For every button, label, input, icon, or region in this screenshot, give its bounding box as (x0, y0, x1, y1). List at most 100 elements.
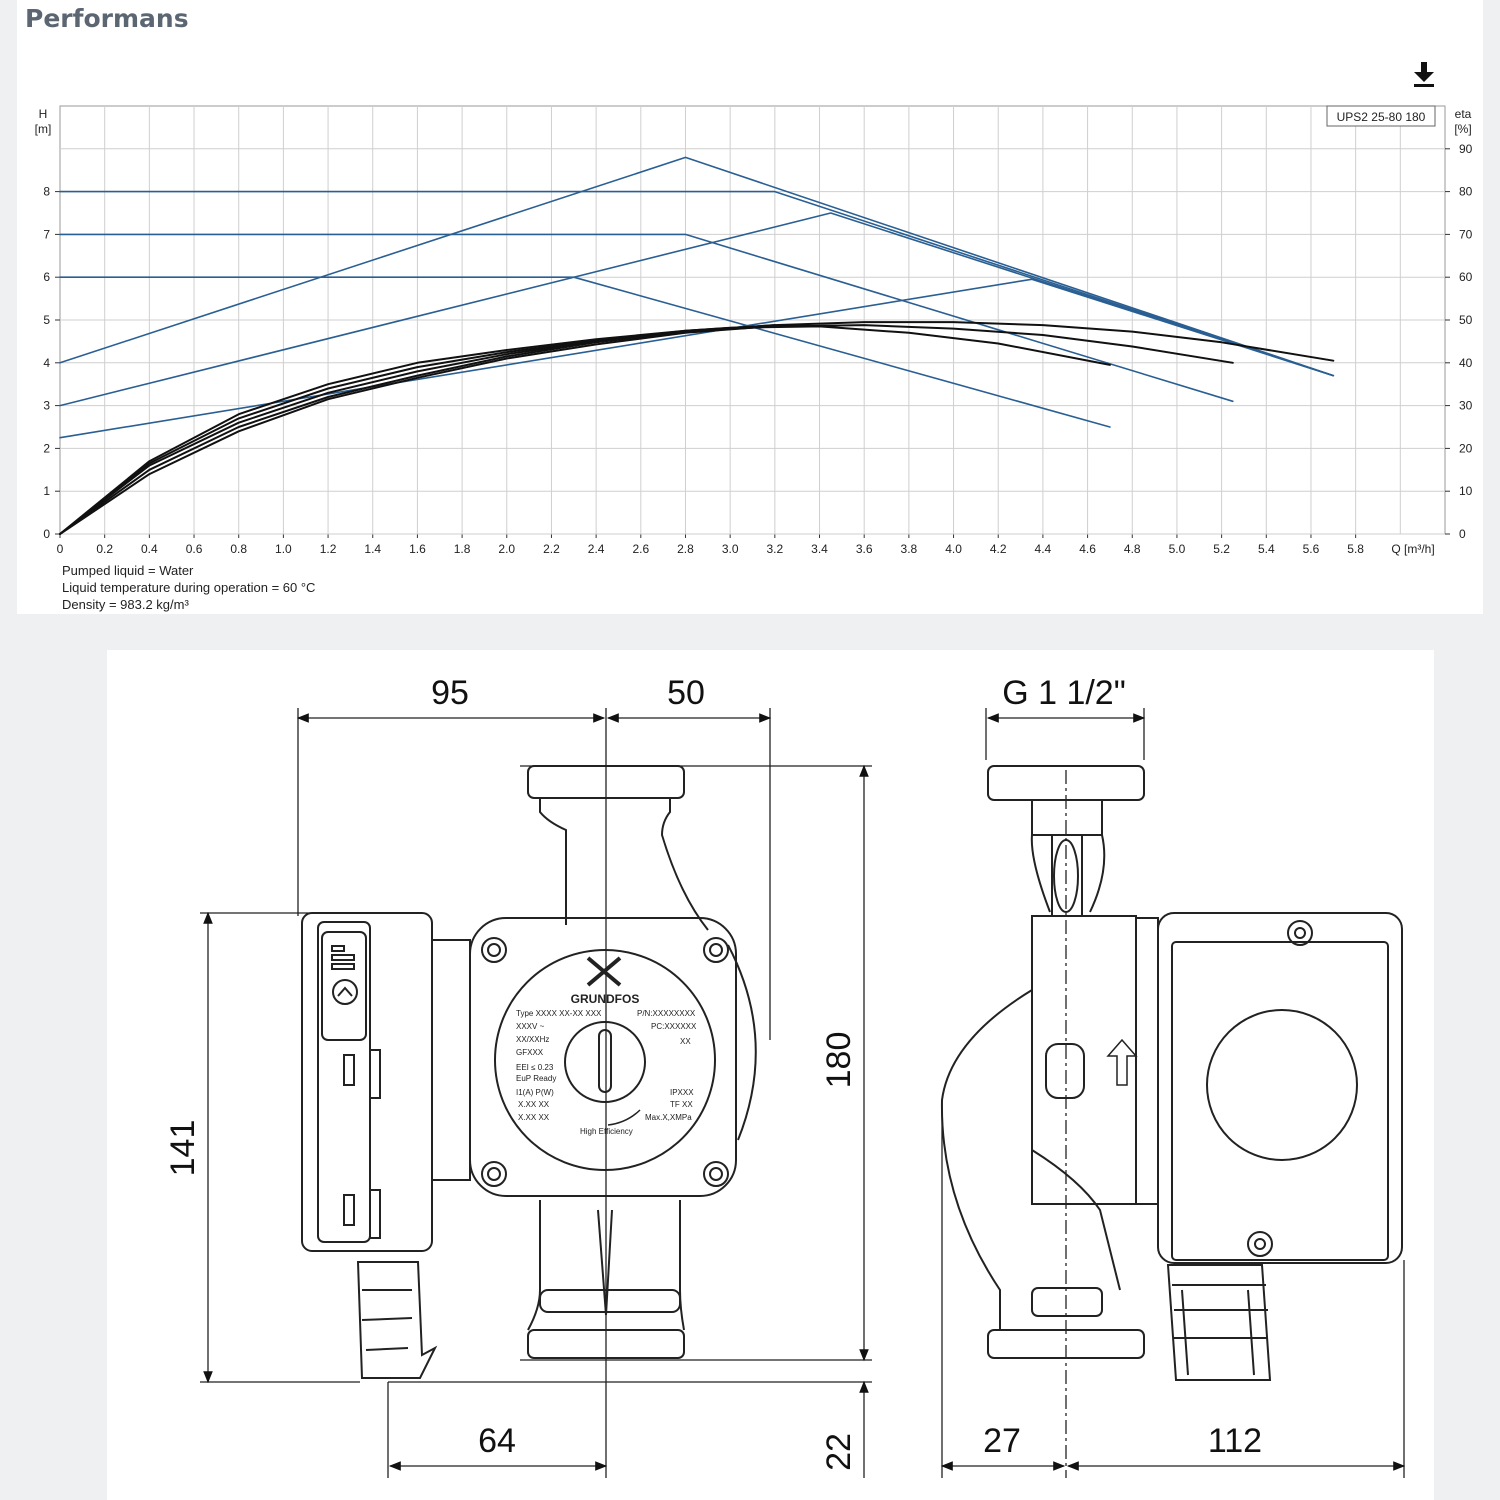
x-axis-label: Q [m³/h] (1391, 542, 1434, 556)
y-left-tick-label: 7 (43, 227, 50, 241)
x-tick-label: 2.8 (677, 542, 694, 556)
x-tick-label: 5.2 (1213, 542, 1230, 556)
x-tick-label: 0.2 (96, 542, 113, 556)
condition-density: Density = 983.2 kg/m³ (62, 597, 189, 612)
x-tick-label: 1.0 (275, 542, 292, 556)
download-icon[interactable] (1411, 58, 1437, 88)
x-tick-label: 5.6 (1303, 542, 1320, 556)
y-left-tick-label: 8 (43, 185, 50, 199)
x-tick-label: 1.8 (454, 542, 471, 556)
nameplate-eei: EEI ≤ 0.23 (516, 1063, 554, 1072)
x-tick-label: 4.0 (945, 542, 962, 556)
efficiency-curve-10 (59, 324, 776, 535)
x-tick-label: 4.6 (1079, 542, 1096, 556)
y-left-tick-label: 5 (43, 313, 50, 327)
dim-141: 141 (164, 1120, 202, 1177)
dim-64: 64 (478, 1422, 516, 1460)
x-tick-label: 2.6 (632, 542, 649, 556)
head-curve-2 (59, 233, 1234, 403)
model-label: UPS2 25-80 180 (1337, 110, 1426, 124)
nameplate-pc: PC:XXXXXX (651, 1022, 697, 1031)
nameplate-eup: EuP Ready (516, 1074, 556, 1083)
y-right-tick-label: 20 (1459, 441, 1473, 455)
x-tick-label: 3.6 (856, 542, 873, 556)
x-tick-label: 0 (57, 542, 64, 556)
efficiency-curve-9 (59, 325, 1111, 535)
x-tick-label: 5.4 (1258, 542, 1275, 556)
nameplate-frequency: XX/XXHz (516, 1035, 549, 1044)
y-right-tick-label: 30 (1459, 399, 1473, 413)
x-tick-label: 5.0 (1169, 542, 1186, 556)
y-right-tick-label: 80 (1459, 185, 1473, 199)
dim-112: 112 (1208, 1422, 1262, 1460)
y-right-tick-label: 0 (1459, 527, 1466, 541)
dim-95: 95 (431, 674, 469, 712)
y-right-tick-label: 90 (1459, 142, 1473, 156)
nameplate-gf: GFXXX (516, 1048, 544, 1057)
pump-side-view (940, 765, 1403, 1381)
x-tick-label: 1.4 (364, 542, 381, 556)
x-tick-label: 2.0 (498, 542, 515, 556)
y-right-tick-label: 60 (1459, 270, 1473, 284)
head-curve-4 (59, 156, 1335, 377)
x-tick-label: 3.2 (766, 542, 783, 556)
nameplate-row-1: X.XX XX (518, 1100, 550, 1109)
dimension-drawing-panel: GRUNDFOS Type XXXX XX-XX XXX P/N:XXXXXXX… (107, 650, 1434, 1500)
y-left-tick-label: 3 (43, 399, 50, 413)
x-tick-label: 3.4 (811, 542, 828, 556)
nameplate-voltage: XXXV ~ (516, 1022, 545, 1031)
performance-chart: 0 0.2 0.4 0.6 0.8 1.0 1.2 1.4 1.6 1.8 2.0 2.2 2.4 2.6… (35, 105, 1473, 556)
x-tick-label: 0.8 (230, 542, 247, 556)
x-tick-label: 4.8 (1124, 542, 1141, 556)
dimension-drawing: GRUNDFOS Type XXXX XX-XX XXX P/N:XXXXXXX… (164, 674, 1406, 1478)
nameplate-badge: XX (680, 1037, 691, 1046)
x-tick-label: 2.2 (543, 542, 560, 556)
nameplate-pressure: Max.X,XMPa (645, 1113, 692, 1122)
dim-180: 180 (820, 1032, 858, 1089)
performance-panel: Performans 0 0.2 0.4 0.6 0.8 1.0 1.2 1.4 1.6 1.8 2… (17, 0, 1483, 614)
pump-front-view (301, 765, 757, 1379)
nameplate-tf: TF XX (670, 1100, 693, 1109)
head-curve-1 (59, 190, 1335, 377)
y-right-tick-label: 40 (1459, 356, 1473, 370)
y-left-axis-name: H (39, 107, 48, 121)
x-tick-label: 0.6 (186, 542, 203, 556)
head-curve-5 (59, 212, 1335, 407)
efficiency-curve-8 (59, 324, 1234, 535)
model-label-box (1326, 105, 1436, 127)
nameplate-current-header: I1(A) P(W) (516, 1088, 554, 1097)
condition-temperature: Liquid temperature during operation = 60… (62, 580, 316, 595)
x-tick-label: 0.4 (141, 542, 158, 556)
section-title: Performans (25, 4, 189, 33)
dimension-labels: 95 50 G 1 1/2" 141 180 64 22 27 112 (164, 674, 1262, 1471)
x-tick-label: 1.2 (320, 542, 337, 556)
logo-text: GRUNDFOS (571, 992, 640, 1006)
y-left-tick-label: 0 (43, 527, 50, 541)
dim-thread: G 1 1/2" (1002, 674, 1126, 712)
y-right-axis-unit: [%] (1454, 122, 1471, 136)
dim-22: 22 (820, 1433, 858, 1471)
x-tick-label: 1.6 (409, 542, 426, 556)
x-tick-label: 4.4 (1035, 542, 1052, 556)
y-left-tick-label: 4 (43, 356, 50, 370)
y-left-tick-label: 1 (43, 484, 50, 498)
nameplate-type: Type XXXX XX-XX XXX (516, 1009, 602, 1018)
liquid-conditions: Pumped liquid = Water Liquid temperature… (62, 562, 315, 613)
dim-27: 27 (983, 1422, 1021, 1460)
y-right-tick-label: 70 (1459, 227, 1473, 241)
y-left-tick-label: 6 (43, 270, 50, 284)
dim-50: 50 (667, 674, 705, 712)
x-tick-label: 3.0 (722, 542, 739, 556)
y-right-tick-label: 10 (1459, 484, 1473, 498)
y-right-tick-label: 50 (1459, 313, 1473, 327)
nameplate-ip: IPXXX (670, 1088, 694, 1097)
x-tick-label: 3.8 (901, 542, 918, 556)
efficiency-curve-7 (59, 321, 1335, 535)
efficiency-curve-11 (59, 325, 776, 535)
x-tick-label: 4.2 (990, 542, 1007, 556)
y-left-axis-unit: [m] (35, 122, 52, 136)
x-tick-label: 2.4 (588, 542, 605, 556)
nameplate-pn: P/N:XXXXXXXX (637, 1009, 696, 1018)
nameplate-row-2: X.XX XX (518, 1113, 550, 1122)
condition-liquid: Pumped liquid = Water (62, 563, 194, 578)
